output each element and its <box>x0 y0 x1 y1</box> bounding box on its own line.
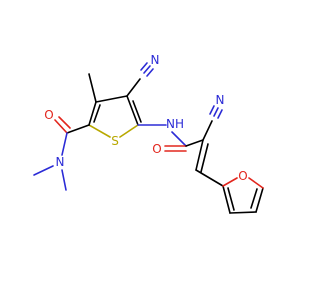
bond-c2-c3 <box>88 101 97 126</box>
thiophene-s-label: S <box>111 134 119 148</box>
bond-s-c2 <box>88 124 111 138</box>
bond-c4-c5 <box>126 95 139 126</box>
bond-nitrile-right-2 <box>217 109 223 119</box>
bond-furan-c4-c5 <box>255 187 264 213</box>
acrylamide-o-label: O <box>152 142 161 156</box>
bond-c3-c4 <box>95 95 128 103</box>
bond-nh-carbonyl <box>171 131 187 147</box>
molecule-structure: N O N S NH O N <box>33 53 264 214</box>
furan-o-label: O <box>238 169 247 183</box>
nitrile-right-group: N <box>202 93 225 141</box>
bond-alkene <box>195 139 204 171</box>
bond-furan-c5-o <box>248 177 264 189</box>
bond-methyl-top <box>88 73 97 103</box>
carboxamide-n-label: N <box>56 155 65 169</box>
thiophene-ring <box>88 95 142 138</box>
bond-nitrile-right-1 <box>213 107 219 117</box>
bond-alpha-cn <box>202 120 213 141</box>
bond-c2-c3-double <box>93 104 101 123</box>
bond-c2-carbonyl <box>66 124 90 134</box>
bond-alkene-double <box>200 143 209 173</box>
nitrile-top-group: N <box>126 53 160 97</box>
bond-nitrile-top-3 <box>140 62 148 71</box>
carboxamide-o-label: O <box>44 108 53 122</box>
bond-n-methyl-left <box>33 165 54 176</box>
bond-furan-o-c2 <box>222 177 238 187</box>
bond-carbonyl-alpha <box>185 139 204 147</box>
bond-carbonyl-n <box>61 132 68 156</box>
bond-furan-c3-c4 <box>229 211 257 214</box>
bond-carbonyl-o <box>54 119 68 134</box>
amide-nh-group: NH <box>137 117 187 147</box>
carboxamide-group: O N <box>33 108 90 191</box>
furan-ring: O <box>222 169 264 214</box>
bond-vinyl-furan <box>195 169 224 187</box>
nitrile-top-n-label: N <box>151 53 160 67</box>
molecule-canvas: N O N S NH O N <box>33 53 264 214</box>
bond-carbonyl-o-double <box>58 116 71 129</box>
acrylamide-carbonyl: O <box>152 139 204 156</box>
bond-nitrile-top-2 <box>146 68 154 77</box>
bond-furan-c2-c3-double <box>227 187 235 211</box>
bond-nitrile-top-1 <box>143 65 151 74</box>
nitrile-right-n-label: N <box>216 93 225 107</box>
bond-c4-cn <box>126 78 141 97</box>
bond-furan-c4-c5-double <box>250 188 258 209</box>
bond-c5-s <box>119 124 139 138</box>
bond-n-methyl-down <box>61 169 67 191</box>
bond-nitrile-right-3 <box>209 105 215 115</box>
bond-c4-c5-double <box>132 100 142 123</box>
amide-nh-label: NH <box>166 117 184 131</box>
bond-furan-c2-c3 <box>222 185 231 214</box>
